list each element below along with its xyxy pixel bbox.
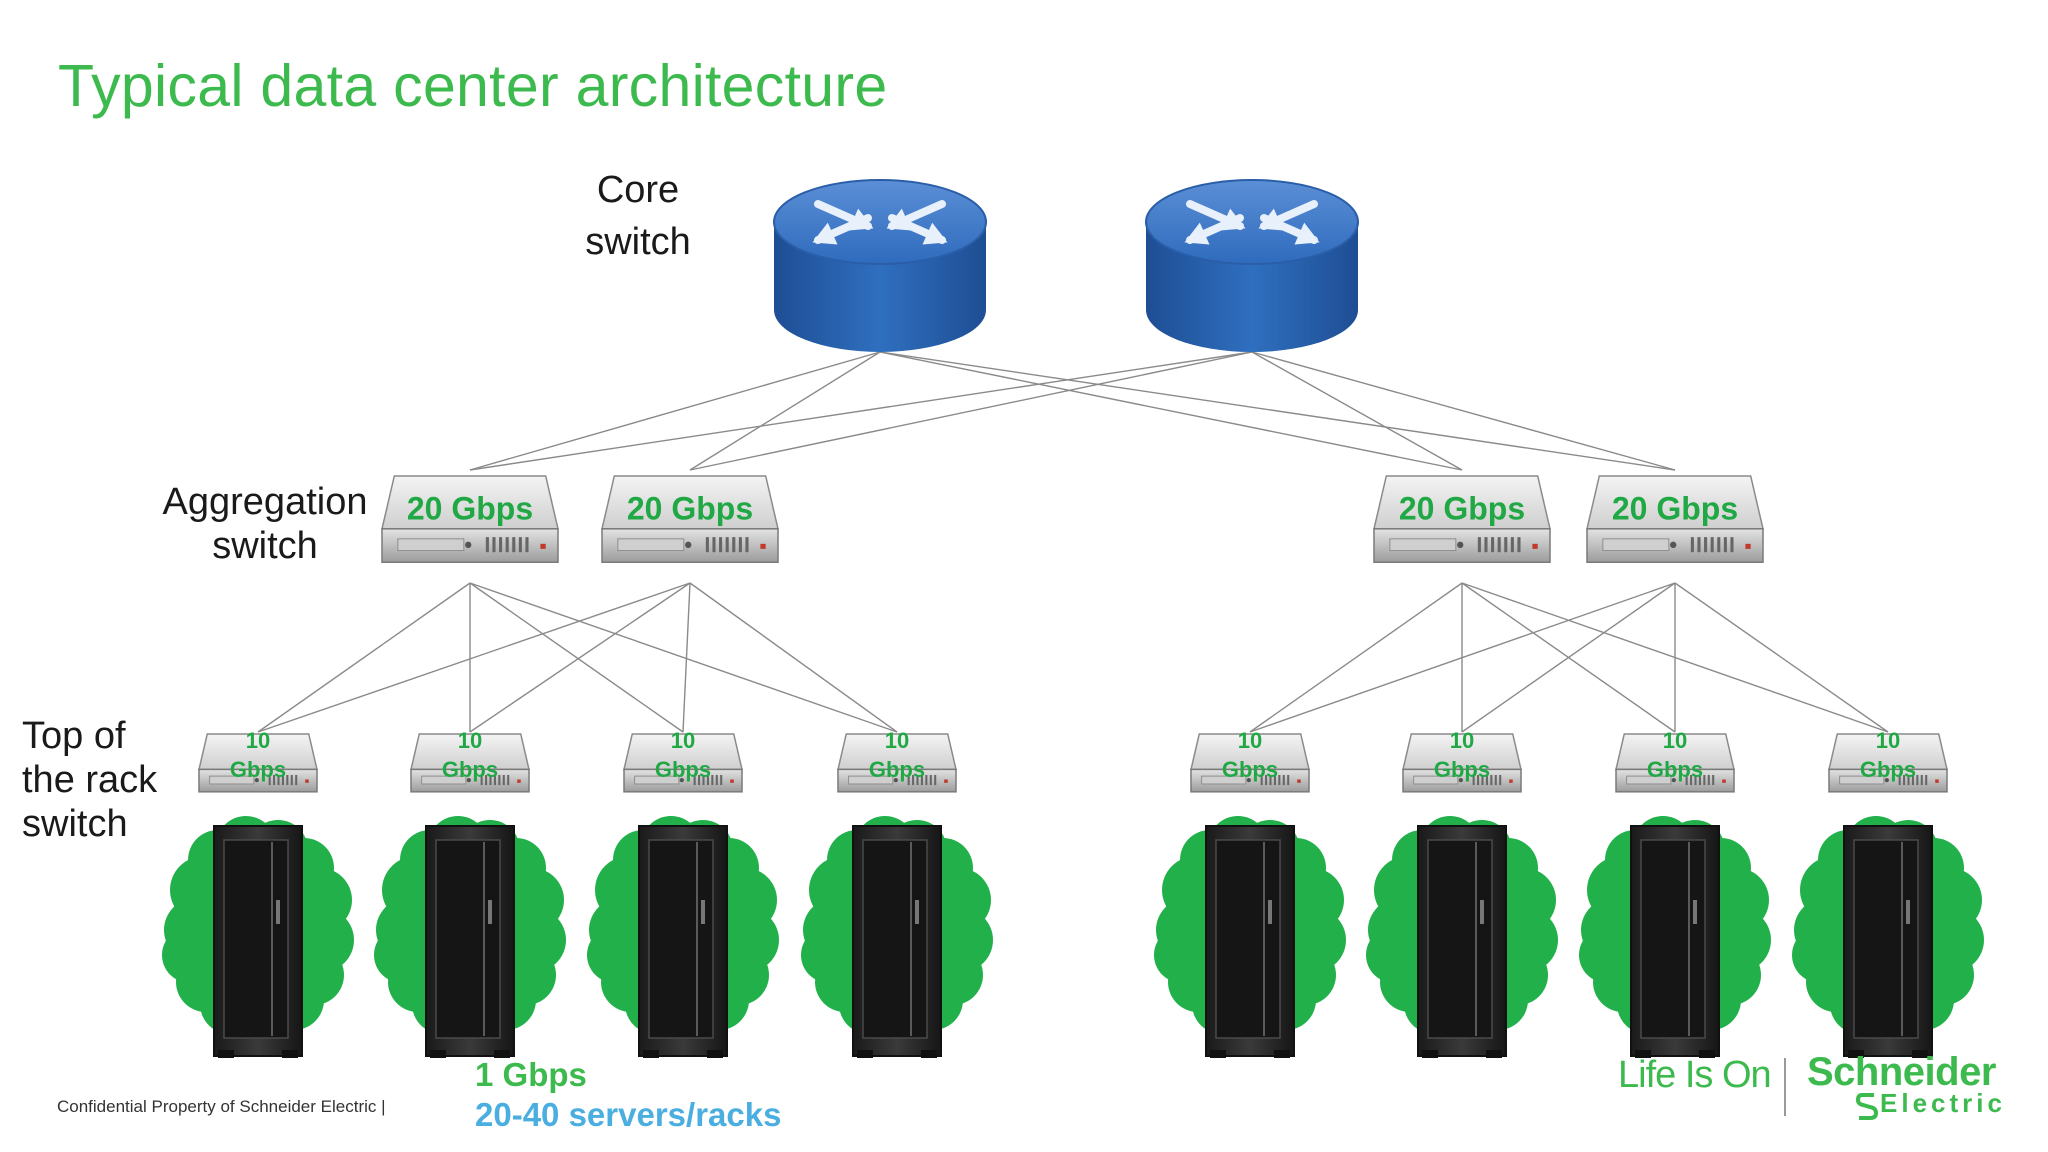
agg-tor-link xyxy=(257,582,471,733)
tor-speed-unit: Gbps xyxy=(1860,757,1916,782)
aggregation-speed-label: 20 Gbps xyxy=(407,490,533,526)
tor-label-line-2: the rack xyxy=(22,759,158,801)
core-agg-link xyxy=(469,351,881,471)
tor-speed-unit: Gbps xyxy=(869,757,925,782)
aggregation-label-line-1: Aggregation xyxy=(162,481,368,523)
tor-speed-value: 10 xyxy=(671,728,695,753)
core-agg-link xyxy=(689,351,881,471)
tor-label-line-3: switch xyxy=(22,803,128,845)
aggregation-label-line-2: switch xyxy=(212,525,318,567)
tor-speed-unit: Gbps xyxy=(1647,757,1703,782)
tor-speed-value: 10 xyxy=(885,728,909,753)
server-rack-icon xyxy=(1579,816,1771,1058)
aggregation-speed-label: 20 Gbps xyxy=(1612,490,1738,526)
agg-tor-link xyxy=(682,582,691,733)
core-label-line-1: Core xyxy=(596,169,680,211)
core-agg-link xyxy=(689,351,1253,471)
tagline: Life Is On xyxy=(1618,1054,1772,1096)
tor-speed-value: 10 xyxy=(1663,728,1687,753)
agg-tor-link xyxy=(1249,582,1676,733)
server-rack-icon xyxy=(587,816,779,1058)
tor-switch-label: Top of the rack switch xyxy=(22,714,157,846)
agg-tor-link xyxy=(1461,582,1676,733)
agg-tor-link xyxy=(689,582,898,733)
server-link-speed: 1 Gbps xyxy=(475,1056,587,1093)
aggregation-switch-label: Aggregation switch xyxy=(160,480,370,568)
agg-tor-link xyxy=(257,582,691,733)
tor-speed-unit: Gbps xyxy=(1222,757,1278,782)
tor-speed-unit: Gbps xyxy=(442,757,498,782)
tor-speed-value: 10 xyxy=(458,728,482,753)
agg-tor-link xyxy=(1674,582,1889,733)
core-router-icon xyxy=(773,179,987,352)
server-rack-icon xyxy=(162,816,354,1058)
server-rack-icon xyxy=(374,816,566,1058)
core-agg-link xyxy=(1251,351,1676,471)
aggregation-switches: 20 Gbps 20 Gbps 20 Gbps 20 Gbps xyxy=(381,475,1764,563)
tor-speed-value: 10 xyxy=(1876,728,1900,753)
server-rack-icon xyxy=(1792,816,1984,1058)
servers-per-rack: 20-40 servers/racks xyxy=(475,1096,782,1133)
tor-speed-value: 10 xyxy=(246,728,270,753)
confidential-notice: Confidential Property of Schneider Elect… xyxy=(57,1097,386,1116)
server-rack-icon xyxy=(801,816,993,1058)
tor-speed-unit: Gbps xyxy=(655,757,711,782)
logo-divider xyxy=(1784,1058,1786,1116)
aggregation-speed-label: 20 Gbps xyxy=(1399,490,1525,526)
aggregation-speed-label: 20 Gbps xyxy=(627,490,753,526)
core-switches xyxy=(773,179,1359,352)
slide-title: Typical data center architecture xyxy=(58,53,888,119)
server-rack-icon xyxy=(1154,816,1346,1058)
core-agg-link xyxy=(879,351,1463,471)
core-agg-link xyxy=(469,351,1253,471)
tor-switches: 10Gbps10Gbps10Gbps10Gbps10Gbps10Gbps10Gb… xyxy=(198,728,1948,793)
tor-speed-unit: Gbps xyxy=(230,757,286,782)
schneider-logo-icon xyxy=(1856,1093,1878,1120)
core-switch-label: Core switch xyxy=(578,168,698,264)
tor-label-line-1: Top of xyxy=(22,715,126,757)
aggregation-switch-icon: 20 Gbps xyxy=(381,475,559,563)
tor-speed-unit: Gbps xyxy=(1434,757,1490,782)
aggregation-switch-icon: 20 Gbps xyxy=(1373,475,1551,563)
core-agg-link xyxy=(879,351,1676,471)
agg-tor-link xyxy=(469,582,691,733)
brand-name: Schneider xyxy=(1807,1050,1996,1094)
aggregation-switch-icon: 20 Gbps xyxy=(601,475,779,563)
core-label-line-2: switch xyxy=(585,221,691,263)
tor-speed-value: 10 xyxy=(1238,728,1262,753)
connection-lines xyxy=(257,351,1889,733)
core-agg-link xyxy=(1251,351,1463,471)
agg-tor-link xyxy=(469,582,898,733)
tor-speed-value: 10 xyxy=(1450,728,1474,753)
server-rack-icon xyxy=(1366,816,1558,1058)
server-racks xyxy=(162,816,1984,1058)
brand-subtitle: Electric xyxy=(1880,1088,2006,1118)
core-router-icon xyxy=(1145,179,1359,352)
agg-tor-link xyxy=(469,582,684,733)
agg-tor-link xyxy=(1249,582,1463,733)
aggregation-switch-icon: 20 Gbps xyxy=(1586,475,1764,563)
